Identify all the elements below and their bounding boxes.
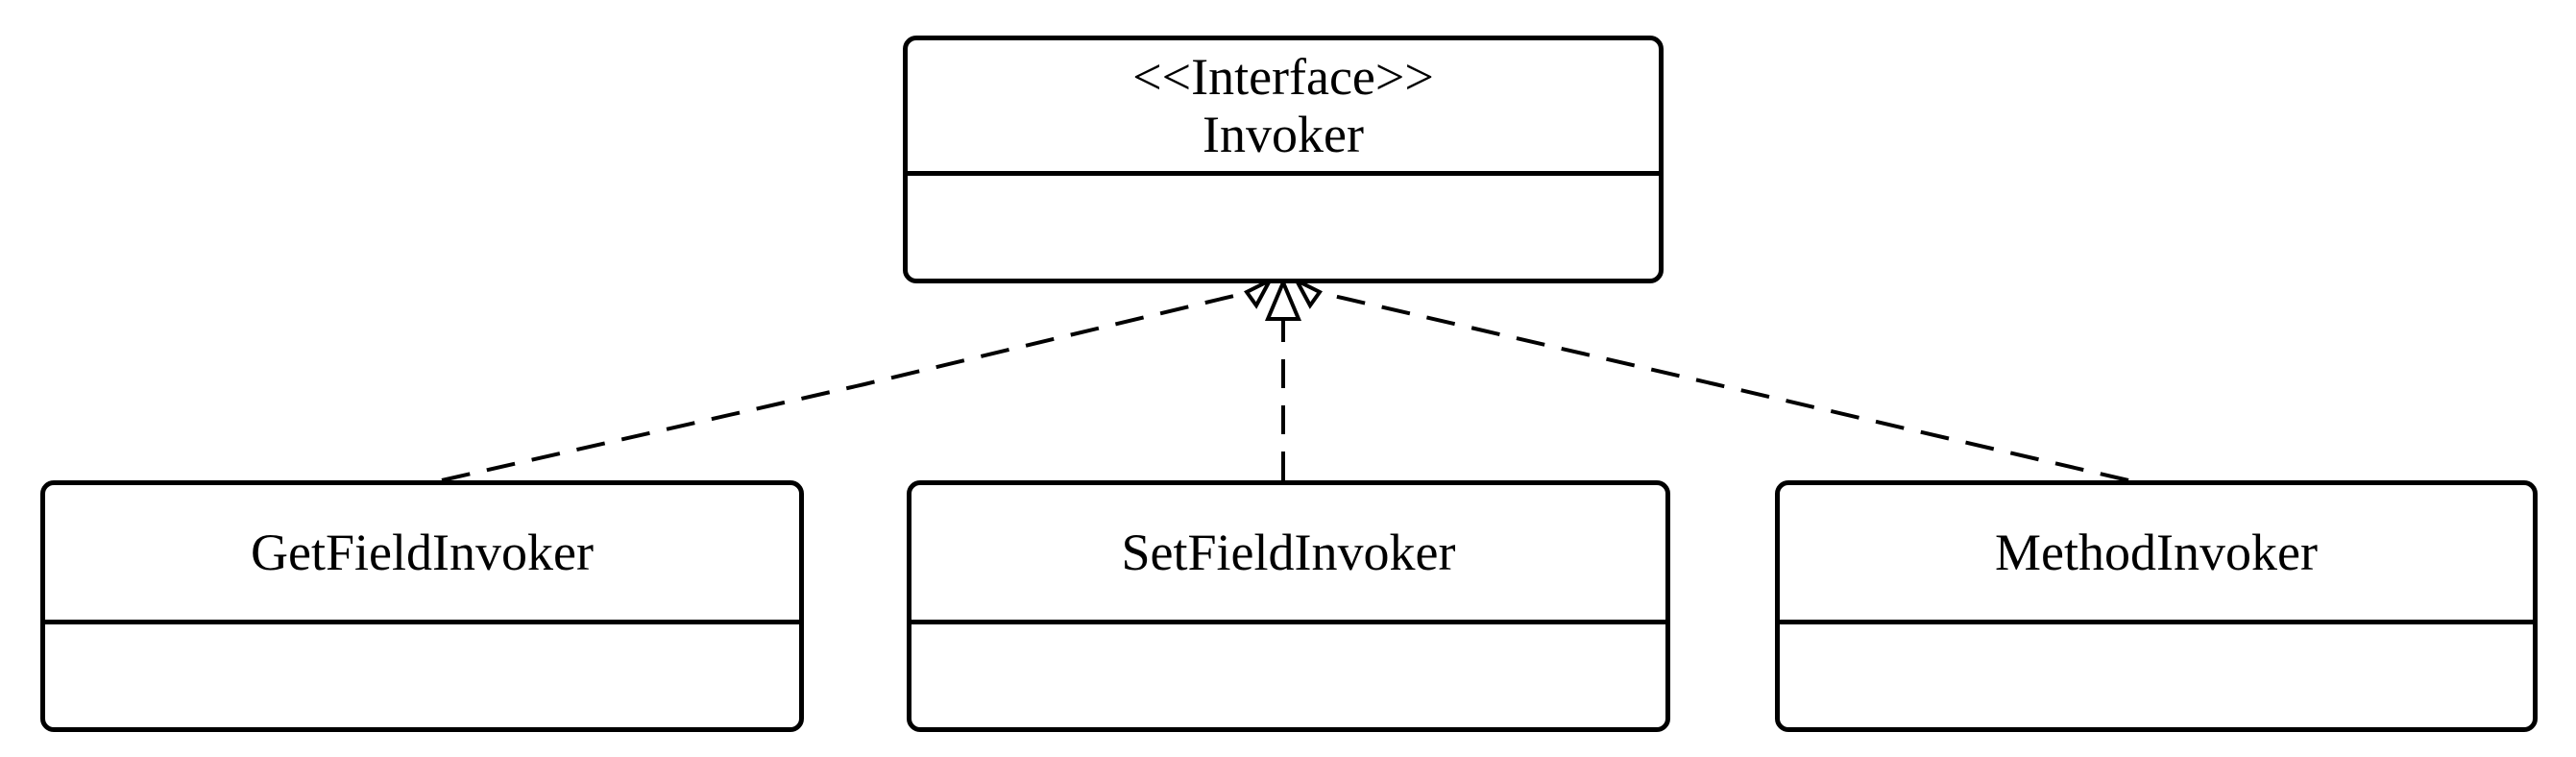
realization-line-getfieldinvoker: [441, 286, 1267, 482]
class-setfieldinvoker-body: [911, 624, 1665, 727]
class-methodinvoker-body: [1780, 624, 2533, 727]
class-name: MethodInvoker: [1995, 524, 2318, 581]
realization-line-methodinvoker: [1300, 286, 2129, 482]
class-name: GetFieldInvoker: [251, 524, 594, 581]
interface-invoker-header: <<Interface>> Invoker: [908, 40, 1659, 176]
class-setfieldinvoker-box[interactable]: SetFieldInvoker: [907, 480, 1670, 732]
interface-invoker-body: [908, 176, 1659, 279]
class-name: SetFieldInvoker: [1121, 524, 1456, 581]
class-getfieldinvoker-box[interactable]: GetFieldInvoker: [40, 480, 804, 732]
class-setfieldinvoker-header: SetFieldInvoker: [911, 485, 1665, 624]
class-methodinvoker-header: MethodInvoker: [1780, 485, 2533, 624]
interface-name: Invoker: [1203, 106, 1364, 163]
class-getfieldinvoker-body: [45, 624, 799, 727]
realization-arrowhead-center: [1264, 277, 1302, 321]
realization-arrowhead-right: [1292, 276, 1323, 309]
interface-invoker-box[interactable]: <<Interface>> Invoker: [903, 36, 1664, 283]
interface-stereotype: <<Interface>>: [1132, 48, 1434, 106]
realization-arrowhead-left: [1244, 276, 1275, 309]
class-getfieldinvoker-header: GetFieldInvoker: [45, 485, 799, 624]
class-methodinvoker-box[interactable]: MethodInvoker: [1775, 480, 2538, 732]
